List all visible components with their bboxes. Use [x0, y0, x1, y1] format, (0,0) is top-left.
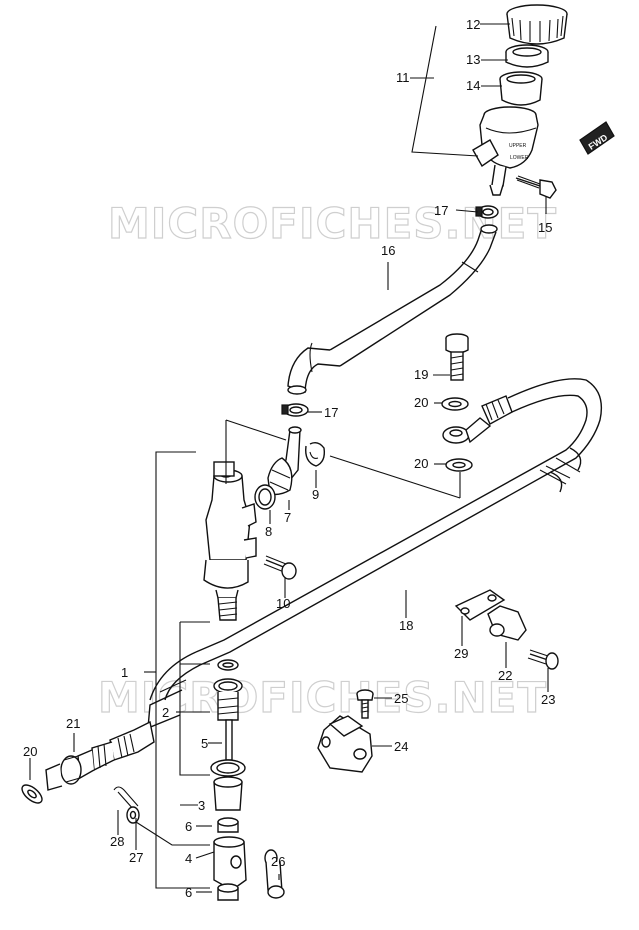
callout-6-upper: 6	[185, 819, 192, 834]
callout-4: 4	[185, 851, 192, 866]
callout-numbers: 12 13 14 11 15 17 16 17 19 20 20 9 7 8 1…	[23, 17, 555, 900]
callout-22: 22	[498, 668, 512, 683]
brake-hose-banjo	[442, 395, 513, 444]
mounting-plate	[454, 589, 506, 621]
callout-16: 16	[381, 243, 395, 258]
callout-12: 12	[466, 17, 480, 32]
callout-24: 24	[394, 739, 408, 754]
callout-8: 8	[265, 524, 272, 539]
callout-19: 19	[414, 367, 428, 382]
hose-clamp-upper	[475, 205, 499, 219]
gasket-upper	[441, 397, 469, 411]
plain-washer	[126, 806, 140, 824]
callout-13: 13	[466, 52, 480, 67]
callout-2: 2	[162, 705, 169, 720]
callout-1: 1	[121, 665, 128, 680]
callout-10: 10	[276, 596, 290, 611]
lock-nut-upper	[217, 817, 239, 833]
clevis-pin	[264, 849, 285, 899]
callout-28: 28	[110, 834, 124, 849]
callout-11: 11	[396, 70, 410, 85]
reservoir-bracket	[487, 605, 527, 641]
callout-17-upper: 17	[434, 203, 448, 218]
reservoir-assembly: UPPER LOWER	[472, 4, 568, 199]
callout-6-lower: 6	[185, 885, 192, 900]
reservoir-plate	[505, 44, 549, 68]
callout-25: 25	[394, 691, 408, 706]
hose-guide-bracket	[317, 715, 373, 773]
callout-21: 21	[66, 716, 80, 731]
union-bolt	[445, 333, 469, 381]
reservoir-mounting-bolt	[515, 175, 557, 199]
o-ring-8	[254, 484, 276, 510]
callout-23: 23	[541, 692, 555, 707]
hose-clamp-lower	[281, 403, 309, 417]
leader-lines	[29, 23, 549, 893]
reservoir-cap	[506, 4, 568, 45]
callout-20-upper: 20	[414, 395, 428, 410]
bracket-screw	[356, 689, 374, 719]
reservoir-body: UPPER LOWER	[472, 106, 539, 196]
callout-20-lower: 20	[23, 744, 37, 759]
callout-15: 15	[538, 220, 552, 235]
lower-marking: LOWER	[510, 155, 529, 161]
lock-nut-lower	[217, 883, 239, 901]
gasket-lower	[21, 784, 43, 804]
callout-29: 29	[454, 646, 468, 661]
reservoir-hose	[287, 224, 498, 395]
hose-end-fitting	[45, 720, 155, 791]
hose-joint	[267, 426, 302, 496]
bracket-bolt	[527, 649, 559, 670]
dust-boot	[210, 759, 246, 811]
callout-18: 18	[399, 618, 413, 633]
brake-hose	[147, 378, 603, 730]
callout-27: 27	[129, 850, 143, 865]
master-cylinder	[203, 461, 257, 621]
callout-20-middle: 20	[414, 456, 428, 471]
callout-9: 9	[312, 487, 319, 502]
forward-direction-badge: FWD	[579, 121, 615, 155]
callout-7: 7	[284, 510, 291, 525]
callout-14: 14	[466, 78, 480, 93]
upper-marking: UPPER	[509, 143, 527, 149]
callout-17-lower: 17	[324, 405, 338, 420]
piston-assembly	[213, 659, 243, 721]
callout-3: 3	[198, 798, 205, 813]
callout-26: 26	[271, 854, 285, 869]
mounting-screw-10	[263, 555, 297, 580]
circlip-9	[305, 441, 326, 467]
reservoir-diaphragm	[499, 71, 543, 106]
push-rod	[225, 719, 233, 761]
callout-5: 5	[201, 736, 208, 751]
clevis	[213, 836, 247, 891]
gasket-middle	[445, 458, 473, 472]
